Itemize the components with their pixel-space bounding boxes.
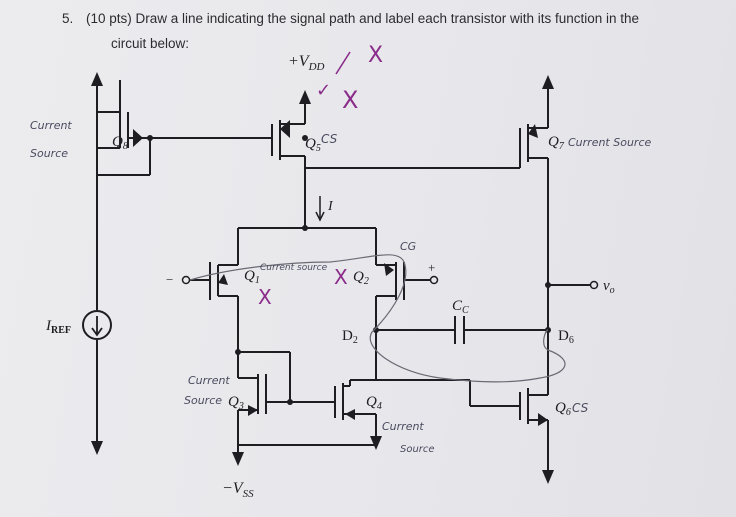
q1q2-annotation: Current source: [260, 263, 328, 273]
grade-x-mark-1: X: [368, 43, 383, 68]
grade-x-mark-3: X: [258, 285, 272, 309]
signal-path-line: [189, 254, 566, 383]
q7-annotation: Current Source: [568, 136, 652, 149]
grade-x-mark-2: X: [342, 86, 358, 114]
iref-label: IREF: [45, 318, 71, 336]
plus-terminal-label: +: [428, 260, 435, 275]
q3-annotation-line2: Source: [184, 394, 222, 407]
grade-slash-mark: [335, 51, 351, 75]
vss-label: −VSS: [222, 480, 254, 500]
q2-annotation: CG: [400, 240, 416, 253]
q6-label: Q6: [555, 400, 571, 418]
question-number: 5.: [62, 11, 74, 26]
junction-dots: [147, 135, 551, 405]
q6-annotation: CS: [572, 401, 589, 415]
q3-annotation-line1: Current: [188, 374, 230, 387]
current-arrow: [315, 196, 325, 222]
grade-check-mark: ✓: [316, 80, 331, 101]
question-line-1: (10 pts) Draw a line indicating the sign…: [86, 11, 640, 26]
q1-label: Q1: [244, 268, 260, 286]
q5-label: Q5: [305, 136, 321, 154]
terminals: [181, 275, 599, 290]
q5-annotation: CS: [321, 132, 338, 146]
q8-annotation-line2: Source: [30, 147, 68, 160]
grade-x-mark-4: X: [334, 265, 348, 289]
question-text: 5. (10 pts) Draw a line indicating the si…: [62, 6, 727, 56]
vo-label: vo: [603, 278, 615, 296]
question-line-2: circuit below:: [111, 36, 190, 51]
q7-label: Q7: [548, 134, 565, 152]
d2-label: D2: [342, 328, 358, 346]
q4-annotation-line2: Source: [400, 444, 435, 455]
d6-label: D6: [558, 328, 574, 346]
minus-terminal-label: −: [166, 272, 173, 287]
current-i-label: I: [327, 199, 334, 214]
supply-arrows: [91, 72, 554, 484]
q4-annotation-line1: Current: [382, 420, 424, 433]
schematic-wires: [96, 75, 590, 478]
cc-label: CC: [452, 298, 469, 316]
q8-label: Q8: [112, 134, 128, 152]
iref-current-source: [82, 310, 112, 340]
q3-label: Q3: [228, 394, 244, 412]
vdd-label: +VDD: [288, 53, 325, 73]
q8-annotation-line1: Current: [30, 119, 72, 132]
q2-label: Q2: [353, 269, 369, 287]
q4-label: Q4: [366, 394, 382, 412]
